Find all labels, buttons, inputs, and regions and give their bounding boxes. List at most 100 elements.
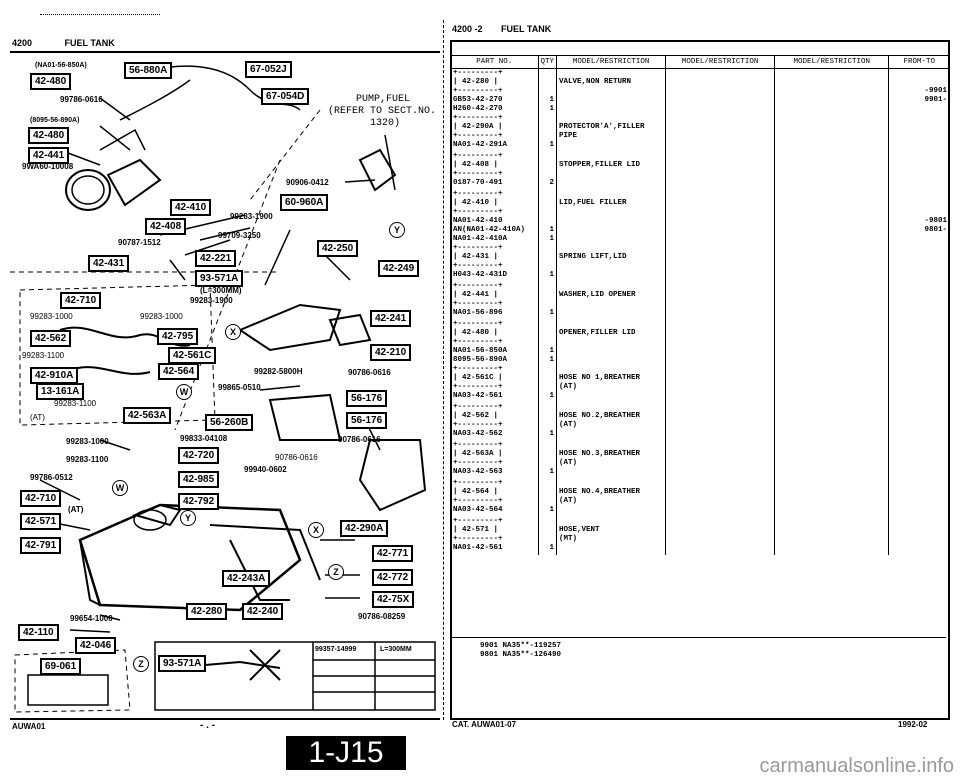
part-number: NA01-42-561 bbox=[453, 544, 503, 552]
left-header-rule bbox=[10, 51, 440, 53]
diagram-label: 99283-1900 bbox=[190, 296, 233, 305]
diagram-label: 90906-0412 bbox=[286, 178, 329, 187]
ref-number: +---------+ | 42-431 | +---------+ bbox=[453, 244, 503, 270]
table-row: +---------+ | 42-408 | +---------+0187-7… bbox=[450, 152, 950, 190]
from-to-cell bbox=[888, 479, 950, 517]
right-header-title: FUEL TANK bbox=[501, 24, 552, 34]
diagram-label: (NA01-56-850A) bbox=[35, 62, 87, 69]
part-number: NA03-42-563 bbox=[453, 468, 503, 476]
diagram-label: 9WA60-10008 bbox=[22, 162, 74, 171]
part-number: NA03-42-561 bbox=[453, 392, 503, 400]
qty-cell: 1 bbox=[537, 479, 558, 517]
ref-number: +---------+ | 42-408 | +---------+ bbox=[453, 152, 503, 178]
table-header-row: PART NO. QTY MODEL/RESTRICTION MODEL/RES… bbox=[450, 55, 950, 69]
quantity: 1 bbox=[549, 309, 555, 317]
from-to-cell bbox=[888, 517, 950, 555]
callout-box: 42-710 bbox=[20, 490, 62, 507]
callout-box: 42-564 bbox=[158, 363, 200, 380]
callout-box: 42-772 bbox=[372, 569, 414, 586]
callout-box: 42-431 bbox=[88, 255, 130, 272]
from-to bbox=[891, 262, 947, 271]
callout-box: 42-795 bbox=[157, 328, 199, 345]
col-header: MODEL/RESTRICTION bbox=[665, 55, 775, 69]
quantity: 1 bbox=[549, 468, 555, 476]
ref-circle: Z bbox=[133, 656, 149, 672]
table-row: +---------+ | 42-410 | +---------+NA01-4… bbox=[450, 190, 950, 244]
part-number: NA03-42-562 bbox=[453, 430, 503, 438]
from-to bbox=[891, 347, 947, 356]
col-header: FROM-TO bbox=[888, 55, 950, 69]
part-number-cell: +---------+ | 42-431 | +---------+H043-4… bbox=[450, 244, 539, 282]
diagram-label: 99283-1100 bbox=[66, 455, 109, 464]
qty-cell: 1 bbox=[537, 517, 558, 555]
callout-box: 42-985 bbox=[178, 471, 220, 488]
from-to bbox=[891, 300, 947, 309]
qty-cell: 1 bbox=[537, 403, 558, 441]
table-row: +---------+ | 42-280 | +---------+GB53-4… bbox=[450, 68, 950, 114]
table-row: +---------+ | 42-290A | +---------+NA01-… bbox=[450, 114, 950, 152]
col-header: MODEL/RESTRICTION bbox=[556, 55, 667, 69]
restriction-cell bbox=[665, 190, 775, 244]
description-cell: LID,FUEL FILLER bbox=[556, 190, 667, 244]
restriction-cell bbox=[773, 320, 890, 365]
callout-box: 69-061 bbox=[40, 658, 82, 675]
callout-box: 42-791 bbox=[20, 537, 62, 554]
callout-box: 42-221 bbox=[195, 250, 237, 267]
ref-circle: W bbox=[112, 480, 128, 496]
quantity: 1 bbox=[549, 271, 555, 279]
callout-box: 42-240 bbox=[242, 603, 284, 620]
ref-number: +---------+ | 42-563A | +---------+ bbox=[453, 441, 503, 467]
quantity: 1 bbox=[549, 506, 555, 514]
callout-box: 13-161A bbox=[36, 383, 85, 400]
part-description: LID,FUEL FILLER bbox=[559, 199, 627, 207]
description-cell: OPENER,FILLER LID bbox=[556, 320, 667, 365]
restriction-cell bbox=[773, 403, 890, 441]
diagram-label: 99940-0602 bbox=[244, 465, 287, 474]
diagram-label: (L=300MM) bbox=[200, 286, 242, 295]
quantity: 1 bbox=[549, 96, 555, 104]
quantity: 1 bbox=[549, 430, 555, 438]
ref-circle: X bbox=[308, 522, 324, 538]
diagram-label: 99282-5800H bbox=[254, 367, 303, 376]
restriction-cell bbox=[665, 152, 775, 190]
ref-circle: W bbox=[176, 384, 192, 400]
diagram-label: 99786-0512 bbox=[30, 473, 73, 482]
diagram-label: 99283-1900 bbox=[230, 212, 273, 221]
part-number-cell: +---------+ | 42-480 | +---------+NA01-5… bbox=[450, 320, 539, 365]
callout-box: 56-260B bbox=[205, 414, 254, 431]
part-number-cell: +---------+ | 42-280 | +---------+GB53-4… bbox=[450, 68, 539, 114]
footer-mid-mark: - . - bbox=[200, 720, 215, 731]
restriction-cell bbox=[665, 68, 775, 114]
callout-box: 42-480 bbox=[28, 127, 70, 144]
restriction-cell bbox=[773, 479, 890, 517]
callout-box: 42-562 bbox=[30, 330, 72, 347]
callout-box: 42-243A bbox=[222, 570, 271, 587]
part-description: OPENER,FILLER LID bbox=[559, 329, 636, 337]
callout-box: 42-571 bbox=[20, 513, 62, 530]
from-to bbox=[891, 383, 947, 392]
part-description: HOSE NO.3,BREATHER (AT) bbox=[559, 450, 641, 467]
from-to bbox=[891, 421, 947, 430]
diagram-label: 90787-1512 bbox=[118, 238, 161, 247]
watermark: carmanualsonline.info bbox=[759, 755, 954, 777]
callout-box: 42-441 bbox=[28, 147, 70, 164]
col-header: PART NO. bbox=[450, 55, 539, 69]
part-description: HOSE NO.4,BREATHER (AT) bbox=[559, 488, 641, 505]
callout-box: 42-720 bbox=[178, 447, 220, 464]
description-cell: SPRING LIFT,LID bbox=[556, 244, 667, 282]
callout-box: 42-249 bbox=[378, 260, 420, 277]
part-description: PROTECTOR'A',FILLER PIPE bbox=[559, 123, 645, 140]
quantity: 1 bbox=[549, 544, 555, 552]
ref-circle: Z bbox=[328, 564, 344, 580]
ref-circle: Y bbox=[180, 510, 196, 526]
quantity: 1 bbox=[549, 392, 555, 400]
callout-box: 42-410 bbox=[170, 199, 212, 216]
page-number-badge: 1-J15 bbox=[286, 736, 406, 770]
callout-box: 42-280 bbox=[186, 603, 228, 620]
ref-number: +---------+ | 42-480 | +---------+ bbox=[453, 320, 503, 346]
table-row: +---------+ | 42-480 | +---------+NA01-5… bbox=[450, 320, 950, 365]
part-number: NA03-42-564 bbox=[453, 506, 503, 514]
